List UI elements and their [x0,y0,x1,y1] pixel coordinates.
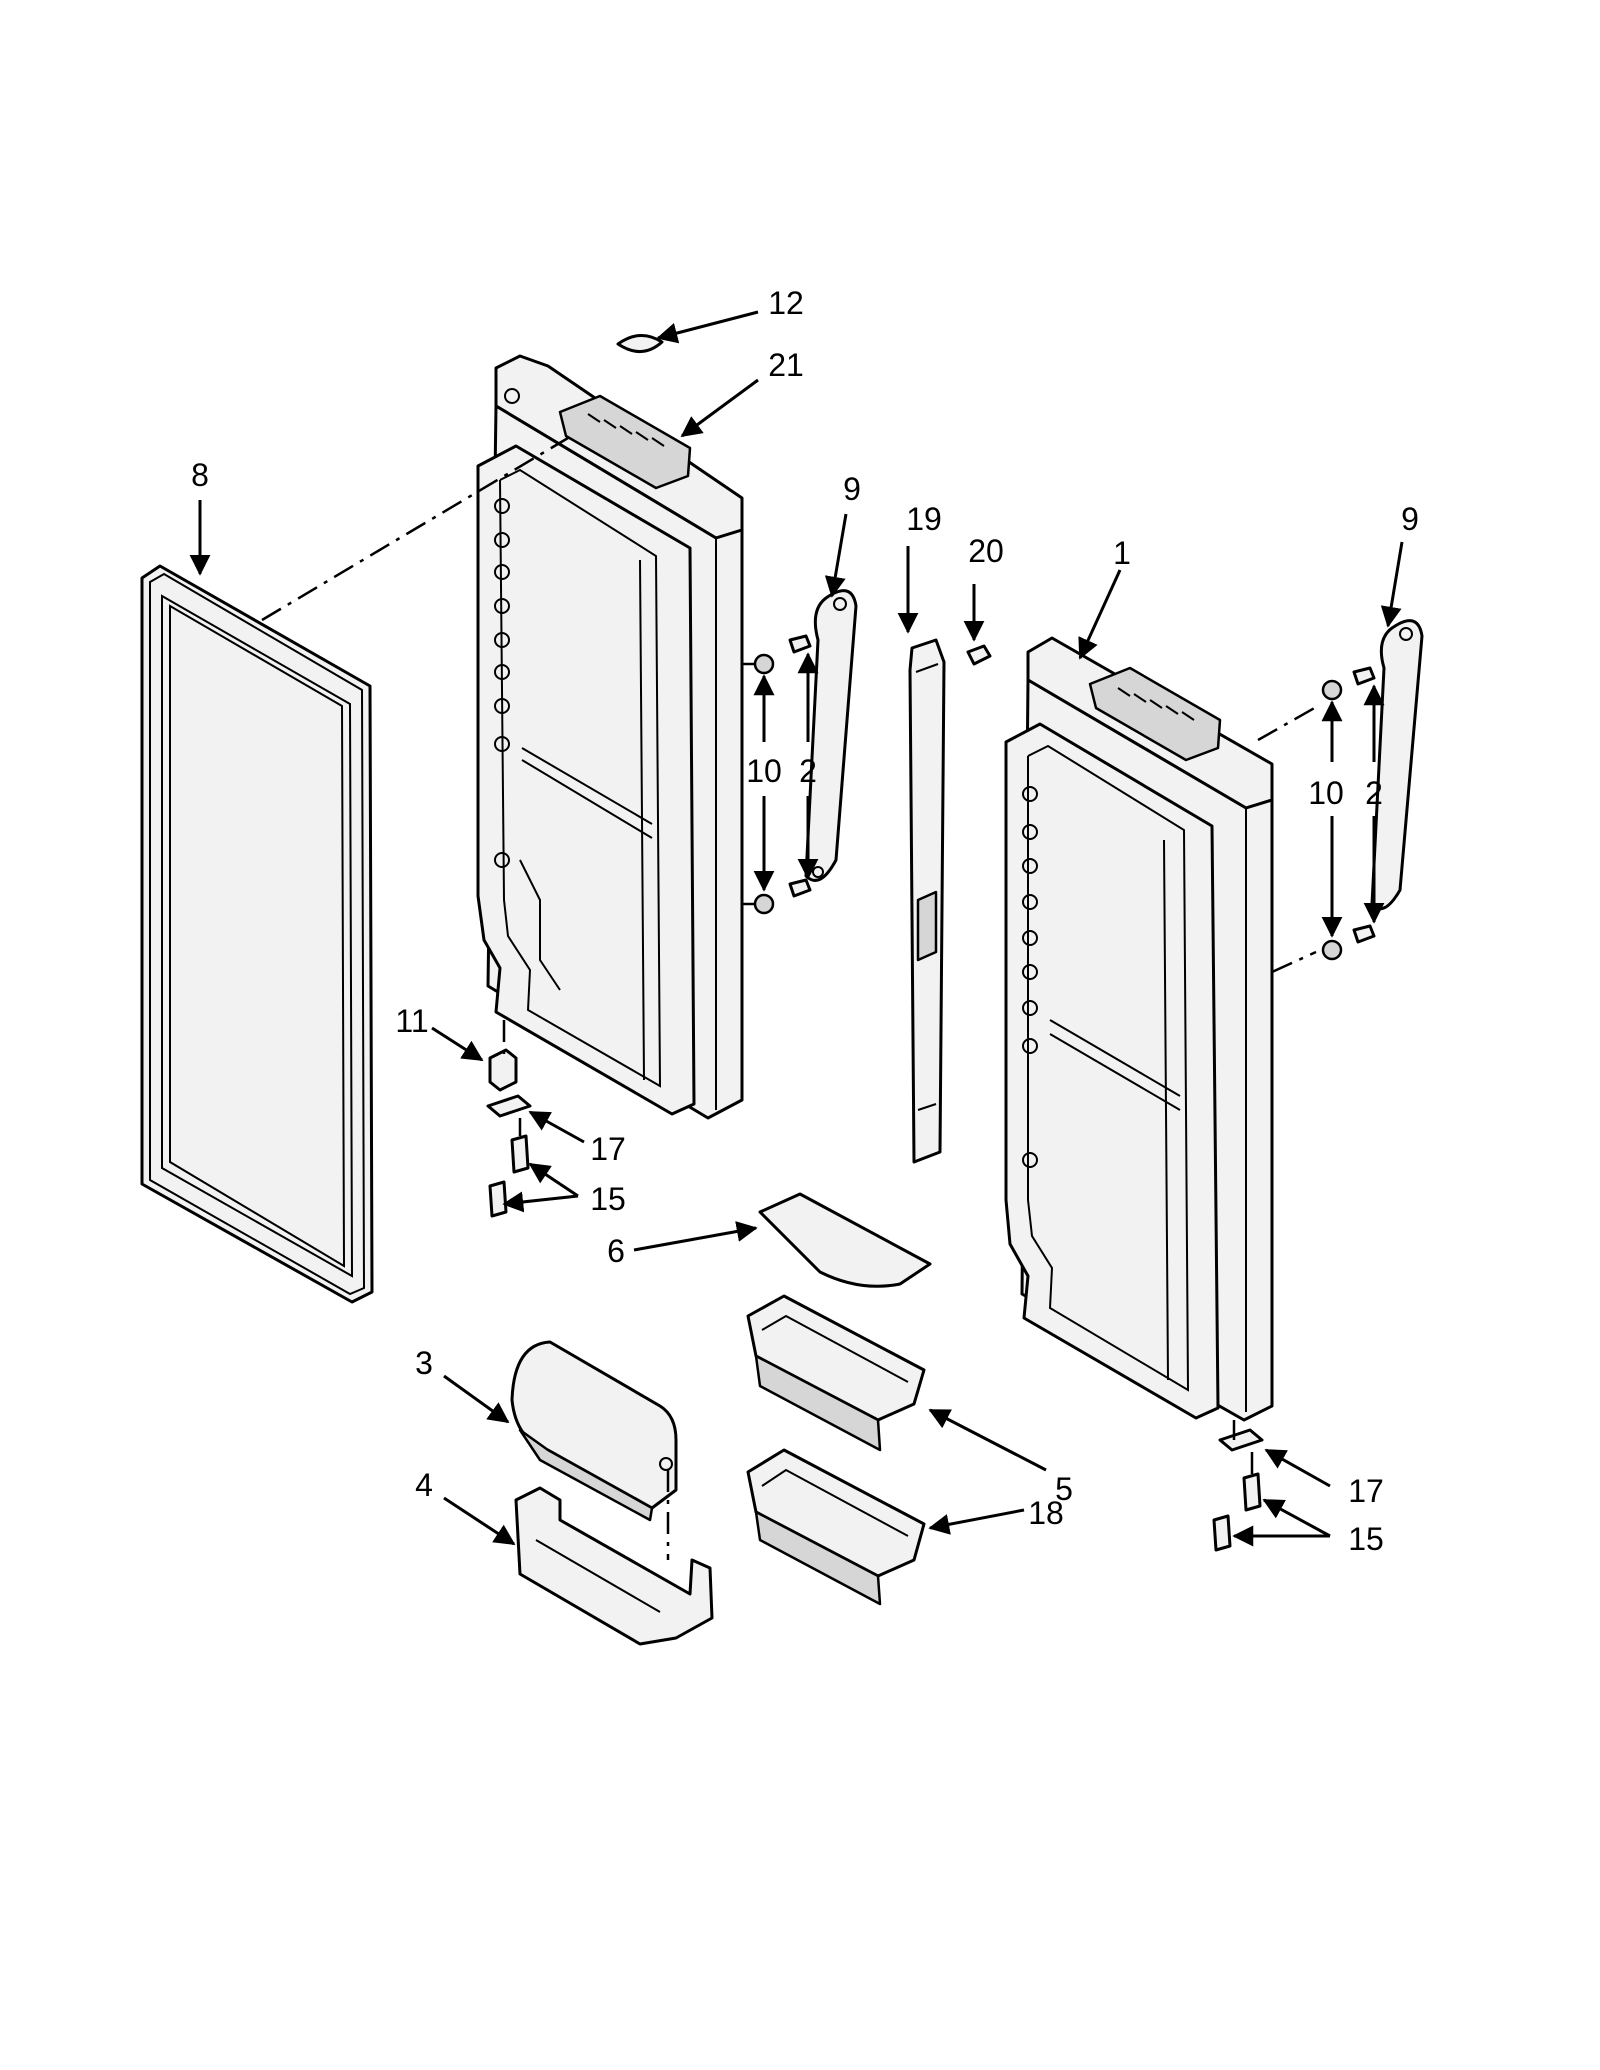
callout-10: 10 [746,753,782,789]
callout-1: 1 [1113,535,1131,571]
left-handle-part [804,589,858,882]
door-gasket-part [140,564,374,1304]
shelf-part [758,1192,932,1288]
dairy-door-part [510,1340,678,1522]
callout-17: 17 [1348,1473,1384,1509]
callout-12: 12 [768,285,804,321]
right-handle-part [1370,619,1424,911]
dairy-bin-part [514,1486,714,1646]
left-door-part [476,354,744,1120]
callout-2: 2 [1365,775,1383,811]
right-screws [1321,666,1376,961]
cap-part [616,334,664,353]
callout-17: 17 [590,1131,626,1167]
door-bin-upper-part [746,1294,926,1452]
mullion-screw-part [966,644,992,666]
mullion-strip-part [908,638,946,1164]
alignment-line-right-top [1257,704,1319,742]
left-screws [742,634,812,915]
callout-5: 5 [1055,1471,1073,1507]
callout-10: 10 [1308,775,1344,811]
callout-9: 9 [843,471,861,507]
callout-2: 2 [799,753,817,789]
callout-18: 18 [1028,1495,1064,1531]
callout-labels: 1 2 2 3 4 5 6 8 9 9 10 10 11 12 15 15 17… [191,285,1419,1557]
callout-19: 19 [906,501,942,537]
right-hinge-parts [1212,1420,1264,1552]
callout-15: 15 [1348,1521,1384,1557]
left-hinge-parts [486,1020,532,1218]
callout-3: 3 [415,1345,433,1381]
callout-15: 15 [590,1181,626,1217]
callout-20: 20 [968,533,1004,569]
alignment-line-gasket [261,436,569,622]
right-door-part [1004,636,1274,1422]
callout-6: 6 [607,1233,625,1269]
alignment-line-right-bottom [1271,950,1317,974]
callout-8: 8 [191,457,209,493]
leader-lines [189,310,1404,1547]
callout-4: 4 [415,1467,433,1503]
callout-9: 9 [1401,501,1419,537]
callout-11: 11 [395,1003,428,1039]
door-bin-lower-part [746,1448,926,1606]
callout-21: 21 [768,347,804,383]
